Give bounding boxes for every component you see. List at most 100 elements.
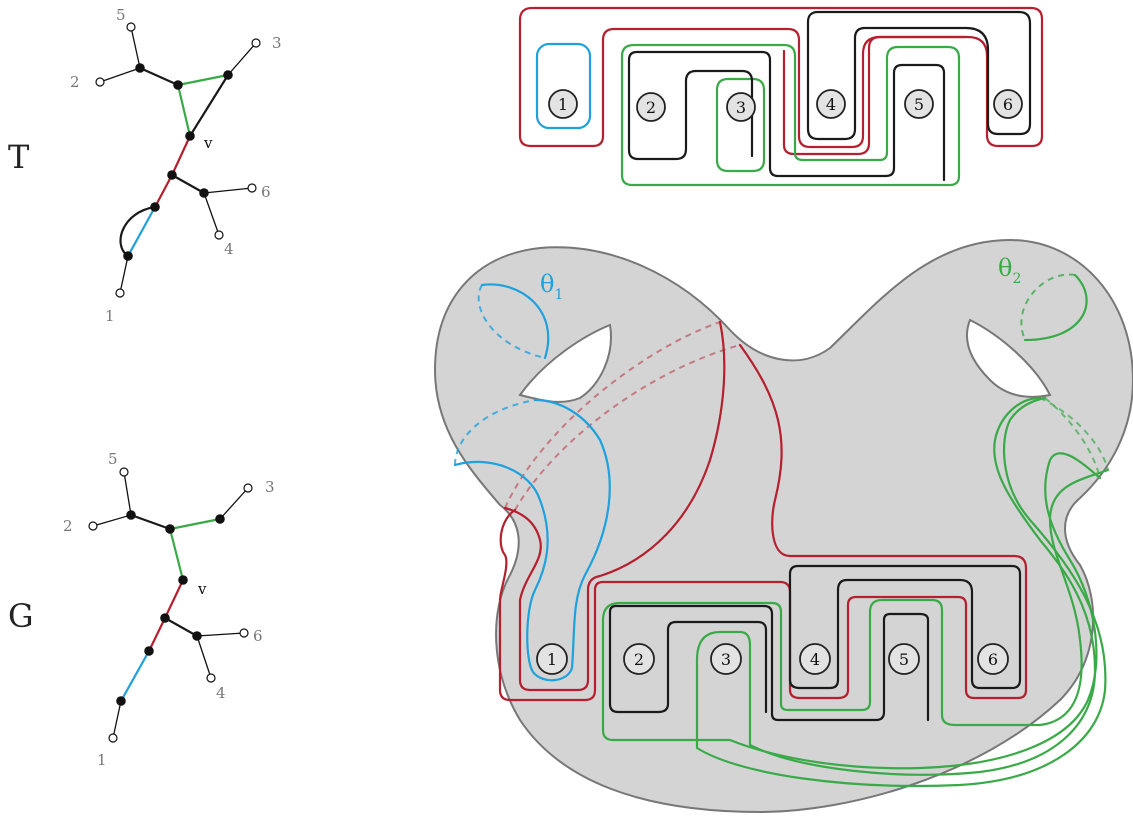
vertex-g: [126, 510, 136, 520]
leaf-edge-t-6: [203, 187, 253, 194]
leaf-label-t-1: 1: [105, 307, 115, 325]
disk-top-label-5: 5: [914, 95, 924, 114]
edge-t-red-2: [153, 173, 174, 209]
leaf-node-t-6: [247, 183, 257, 193]
black-arc-top-c: [627, 58, 754, 161]
vertex-t: [123, 251, 133, 261]
leaf-edge-t-5: [130, 26, 141, 69]
leaf-edge-t-4: [203, 192, 220, 236]
theta2-back-dash: [1020, 273, 1076, 341]
leaf-label-t-3: 3: [272, 34, 282, 52]
black-curve-surface-b: [608, 604, 930, 722]
vertex-g-v: [178, 575, 188, 585]
leaf-label-g-2: 2: [63, 517, 73, 535]
green-curve-surface-b: [601, 452, 1102, 770]
blue-back-dash: [454, 399, 536, 466]
green-curve-surface-a: [601, 468, 1110, 727]
leaf-edge-g-2: [92, 514, 132, 527]
green-arc-top: [620, 43, 961, 187]
green-curve-surface-d: [695, 396, 1107, 788]
leaf-label-g-5: 5: [108, 450, 118, 468]
leaf-node-g-2: [88, 521, 98, 531]
vertex-g: [215, 514, 225, 524]
theta1-label: θ1: [540, 270, 563, 303]
leaf-label-g-3: 3: [265, 478, 275, 496]
disk-top-label-2: 2: [646, 98, 656, 117]
vertex-g: [160, 613, 170, 623]
graph-g: G v 5: [8, 450, 275, 769]
disk-top-label-4: 4: [826, 95, 836, 114]
genus-two-surface: 1 2 3 4 5 6 θ1 θ2: [433, 238, 1133, 814]
leaf-label-t-4: 4: [224, 240, 234, 258]
theta1-curve: [480, 283, 550, 360]
leaf-edge-t-2: [99, 67, 141, 83]
edge-g-green-top: [168, 517, 222, 531]
black-curve-surface-c: [608, 610, 768, 714]
leaf-node-g-3: [243, 483, 253, 493]
red-arc-top: [518, 6, 1044, 149]
leaf-label-g-4: 4: [216, 684, 226, 702]
edge-t-blue: [126, 205, 157, 258]
black-arc-top-b: [627, 50, 946, 182]
edge-g-blue: [119, 649, 151, 703]
surface-body: [433, 238, 1133, 814]
vertex-t: [150, 202, 160, 212]
black-curve-surface-a: [788, 564, 1022, 690]
disk-top-5: [904, 89, 934, 119]
surface-hole-left: [518, 323, 612, 403]
leaf-edge-t-3: [227, 42, 257, 76]
edge-g-a: [129, 513, 172, 531]
top-arc-diagram: 1 2 3 4 5 6: [518, 6, 1044, 187]
leaf-edge-g-4: [196, 635, 212, 679]
disk-surface-label-1: 1: [547, 650, 557, 669]
theta2-label: θ2: [998, 254, 1021, 287]
leaf-node-g-5: [119, 467, 129, 477]
leaf-label-g-6: 6: [253, 627, 263, 645]
edge-t-green-left: [176, 83, 192, 138]
disk-surface-label-3: 3: [721, 650, 731, 669]
vertex-g: [192, 631, 202, 641]
graph-t: T: [8, 6, 282, 325]
disk-surface-6: [977, 643, 1009, 675]
graph-t-title: T: [8, 138, 30, 176]
leaf-label-t-6: 6: [261, 183, 271, 201]
leaf-edge-g-3: [219, 487, 249, 520]
disk-surface-label-2: 2: [634, 650, 644, 669]
green-arc-top-inner: [715, 77, 766, 173]
theta1-back-dash: [477, 284, 546, 359]
edge-t-c: [170, 173, 206, 195]
vertex-g: [165, 524, 175, 534]
disk-surface-1: [536, 643, 568, 675]
edge-t-a: [138, 66, 180, 87]
edge-g-red-2: [147, 616, 167, 653]
leaf-label-g-1: 1: [97, 751, 107, 769]
disk-surface-label-6: 6: [988, 650, 998, 669]
vertex-t: [135, 63, 145, 73]
leaf-edge-t-1: [119, 255, 129, 294]
edge-t-green-top: [176, 73, 230, 87]
red-back-dash-1: [504, 321, 721, 509]
leaf-label-t-2: 2: [70, 73, 80, 91]
red-arc-top-inner: [782, 35, 967, 156]
vertex-t: [173, 80, 183, 90]
edge-t-b: [188, 73, 230, 138]
leaf-edge-g-1: [112, 700, 122, 739]
vertex-t: [199, 188, 209, 198]
green-back-dash-2: [1044, 397, 1101, 479]
vertex-t: [223, 70, 233, 80]
vertex-t-v: [185, 131, 195, 141]
leaf-node-g-6: [239, 628, 249, 638]
black-arc-top-a: [806, 10, 1032, 141]
leaf-node-t-5: [126, 22, 136, 32]
leaf-node-t-3: [251, 38, 261, 48]
vertex-g: [144, 646, 154, 656]
top-disks: 1 2 3 4 5 6: [548, 89, 1023, 122]
disk-surface-4: [799, 643, 831, 675]
theta2-curve: [1023, 273, 1088, 342]
vertex-label-t-v: v: [203, 134, 213, 152]
leaf-node-t-4: [214, 230, 224, 240]
leaf-edge-g-6: [196, 632, 245, 637]
vertex-g: [116, 696, 126, 706]
leaf-node-g-4: [206, 673, 216, 683]
